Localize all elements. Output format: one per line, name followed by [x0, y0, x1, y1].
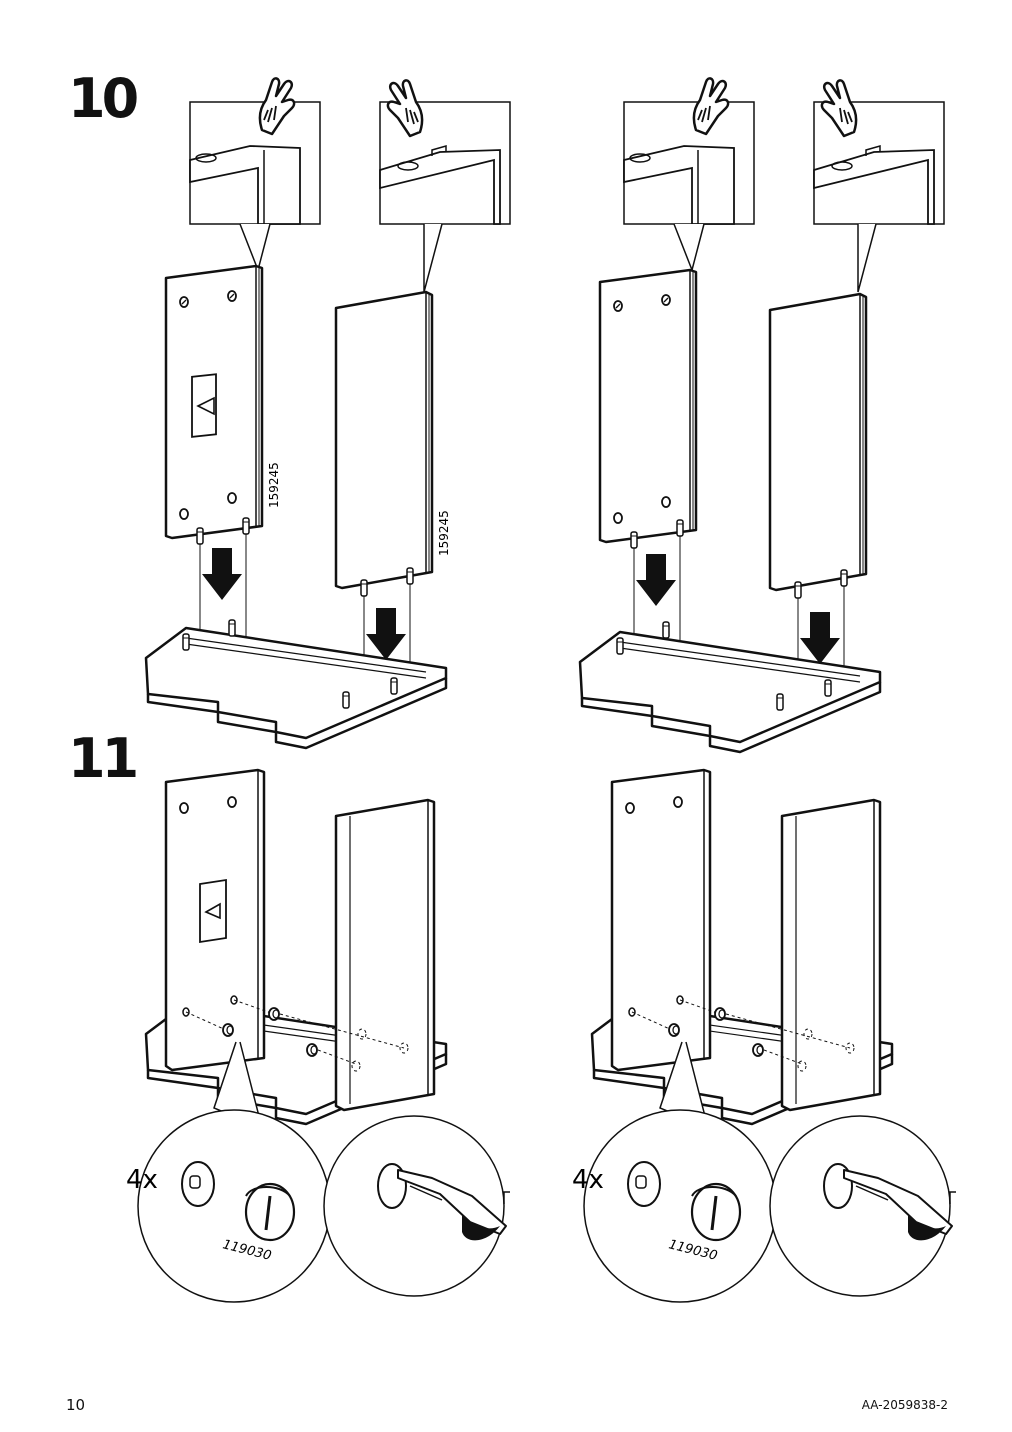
- arrow-down-icon: [800, 612, 840, 664]
- detail-circle-cam: [583, 1109, 777, 1303]
- step-number-11: 11: [68, 727, 139, 790]
- arrow-down-icon: [636, 554, 676, 606]
- step11-left-illustration: 4x 119030: [126, 768, 510, 1303]
- step10-left-illustration: 159245 159245: [144, 77, 511, 750]
- step10-right-illustration: [578, 77, 945, 754]
- step11-right-illustration: 4x 119030: [572, 768, 956, 1303]
- quantity-label: 4x: [572, 1165, 604, 1195]
- document-code: AA-2059838-2: [861, 1398, 948, 1412]
- page-number: 10: [66, 1396, 86, 1414]
- arrow-down-icon: [366, 608, 406, 660]
- step-number-10: 10: [68, 67, 139, 130]
- detail-circle-screwdriver: [769, 1115, 951, 1297]
- quantity-label: 4x: [126, 1165, 158, 1195]
- part-number-label: 159245: [267, 462, 281, 508]
- arrow-down-icon: [202, 548, 242, 600]
- part-number-label: 159245: [437, 510, 451, 556]
- detail-circle-screwdriver: [323, 1115, 505, 1297]
- detail-circle-cam: [137, 1109, 331, 1303]
